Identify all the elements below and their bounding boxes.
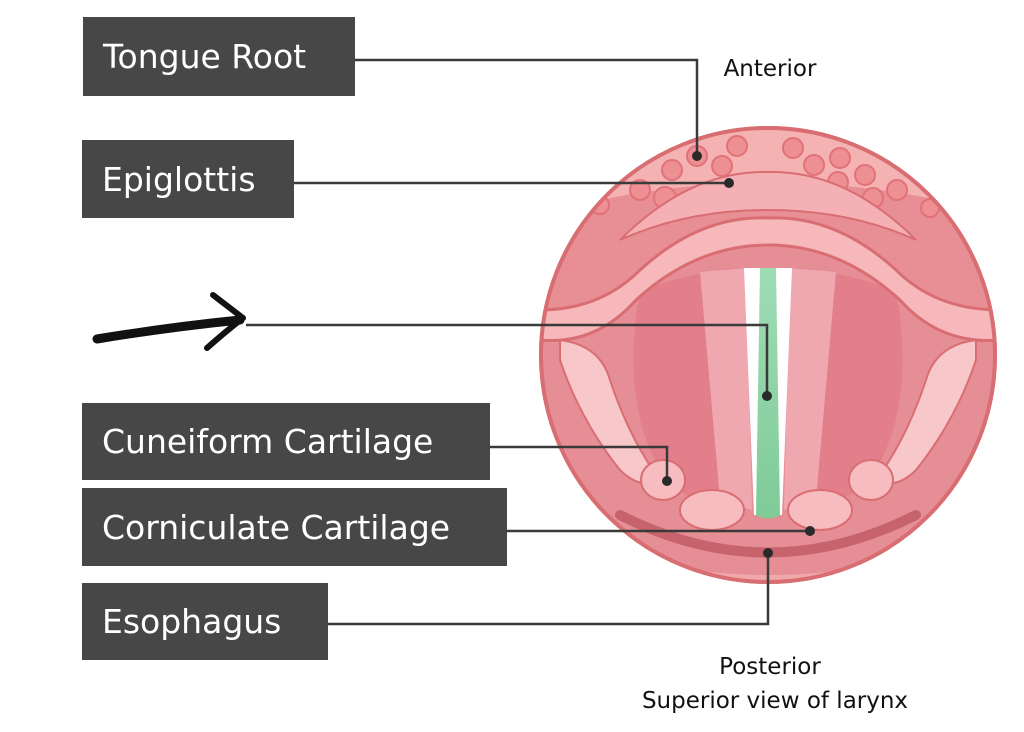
orientation-anterior: Anterior	[723, 56, 817, 82]
epiglottis-shape	[541, 216, 995, 342]
leader-cuneiform	[490, 445, 669, 481]
vocal-fold-left	[700, 268, 752, 510]
pin-esophagus	[763, 548, 773, 558]
pin-tongue-root	[692, 151, 702, 161]
label-cuneiform-cartilage: Cuneiform Cartilage	[82, 403, 490, 480]
label-corniculate-cartilage: Corniculate Cartilage	[82, 488, 507, 566]
tongue-root-bumps	[590, 135, 940, 218]
diagram-caption: Superior view of larynx	[641, 688, 909, 714]
vocal-fold-right	[784, 268, 836, 510]
label-esophagus: Esophagus	[82, 583, 328, 660]
pin-corniculate	[805, 526, 815, 536]
pin-cuneiform	[662, 476, 672, 486]
label-epiglottis: Epiglottis	[82, 140, 294, 218]
leader-tongue-root	[355, 58, 699, 156]
orientation-posterior: Posterior	[719, 654, 821, 680]
leader-arrow-target	[246, 323, 769, 396]
leader-esophagus	[328, 553, 770, 626]
larynx-circle	[539, 126, 997, 584]
pin-epiglottis	[724, 178, 734, 188]
pin-arrow-target	[762, 391, 772, 401]
hand-drawn-arrow-icon	[92, 292, 246, 351]
label-tongue-root: Tongue Root	[83, 17, 355, 96]
